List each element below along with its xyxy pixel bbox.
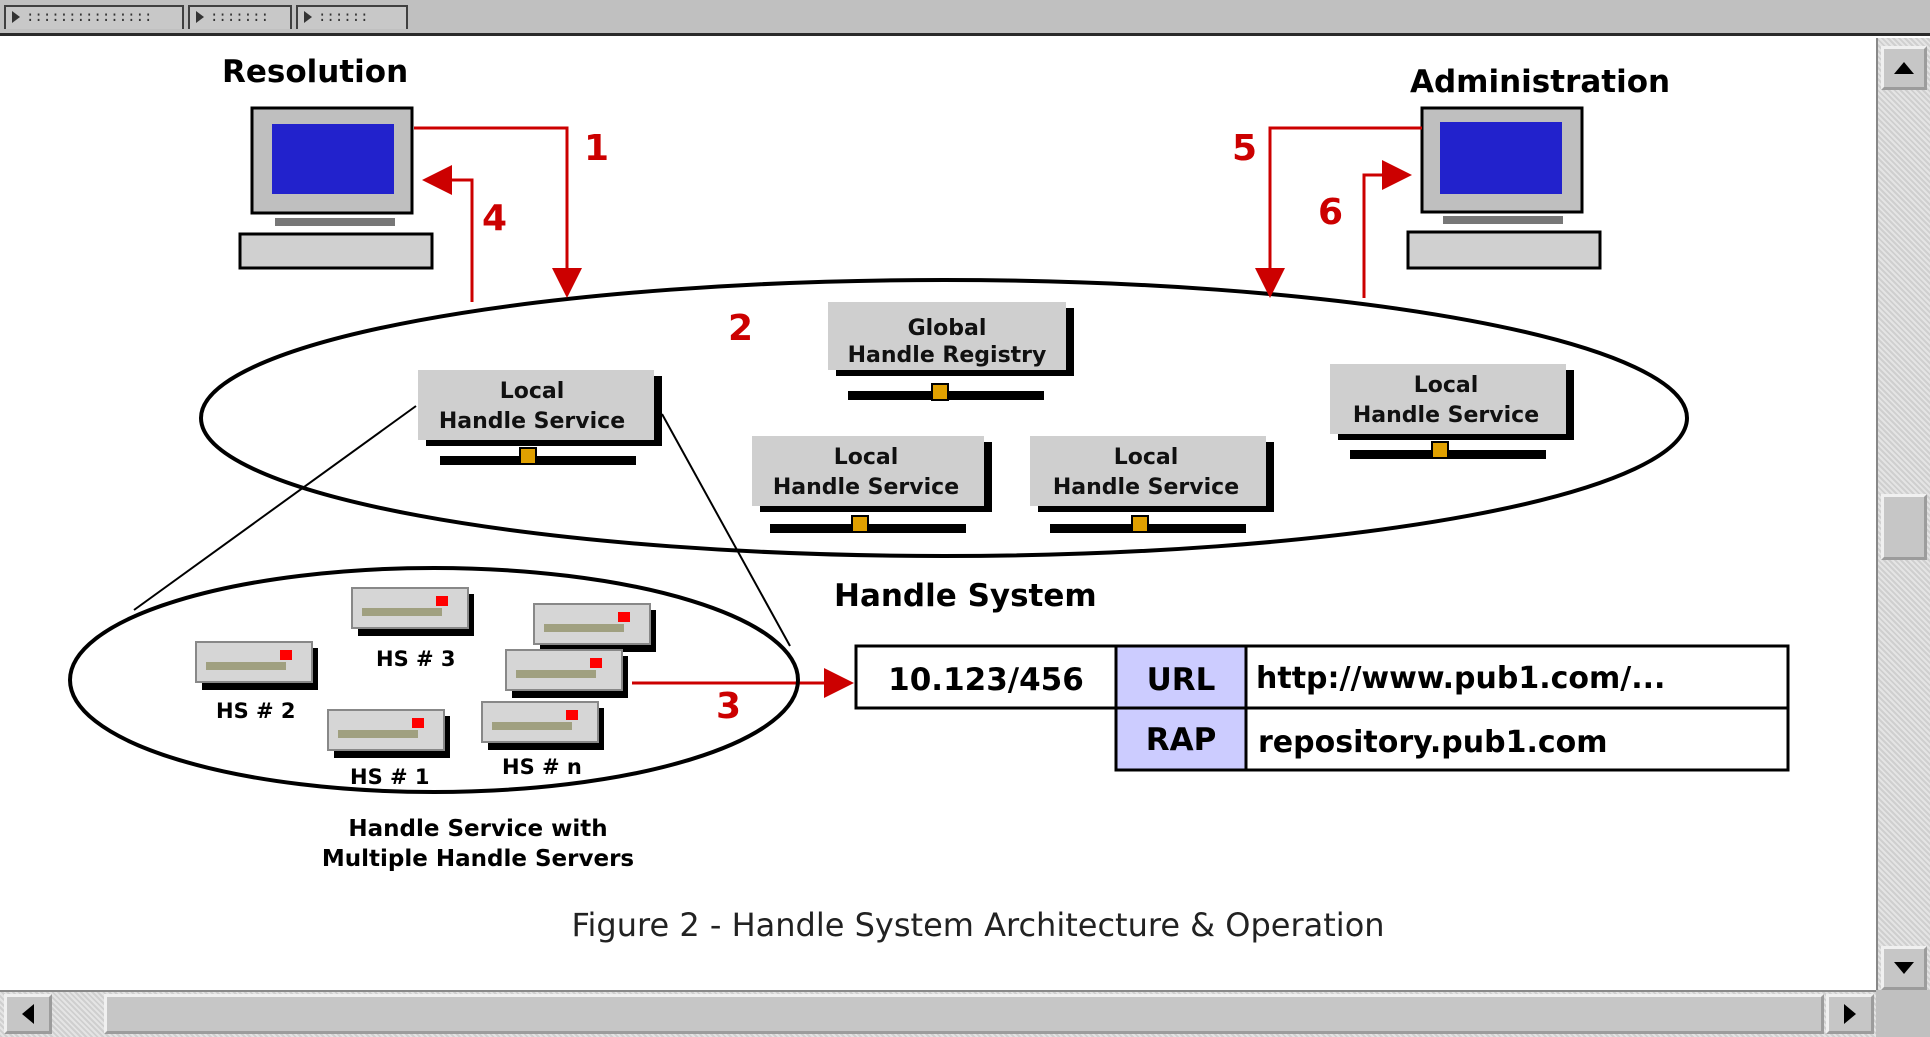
server-label-2: HS # 2	[216, 699, 296, 723]
tab-3[interactable]: ::::::	[296, 5, 408, 29]
step-3-label: 3	[716, 686, 741, 727]
figure-caption: Figure 2 - Handle System Architecture & …	[571, 906, 1384, 944]
administration-label: Administration	[1410, 64, 1670, 100]
local-handle-service-node: Local Handle Service	[1030, 436, 1274, 533]
record-value-rap: repository.pub1.com	[1258, 725, 1608, 760]
svg-text:Handle Service: Handle Service	[1053, 475, 1239, 500]
local-handle-service-node: Local Handle Service	[1330, 364, 1574, 459]
svg-text:Handle Service: Handle Service	[1353, 403, 1539, 428]
step-6-label: 6	[1318, 192, 1343, 233]
scroll-right-button[interactable]	[1826, 994, 1874, 1034]
svg-text:Local: Local	[834, 445, 899, 470]
vertical-scrollbar[interactable]	[1876, 38, 1930, 997]
administration-computer-icon	[1406, 106, 1602, 270]
server-icon	[327, 709, 450, 758]
record-type-rap: RAP	[1146, 722, 1217, 758]
handle-system-label: Handle System	[834, 578, 1097, 614]
handle-record-table: 10.123/456 URL http://www.pub1.com/... R…	[854, 644, 1790, 772]
arrow-down-icon	[1894, 962, 1914, 974]
server-icon	[533, 603, 656, 652]
step-arrows	[414, 126, 1422, 698]
svg-text:Local: Local	[1414, 373, 1479, 398]
arrow-up-icon	[1894, 62, 1914, 74]
server-icon	[351, 587, 474, 636]
window-tab-bar: ::::::::::::::: ::::::: ::::::	[0, 0, 1930, 36]
scroll-up-button[interactable]	[1881, 46, 1927, 90]
global-registry-line-2: Handle Registry	[848, 343, 1047, 368]
server-label-n: HS # n	[502, 755, 582, 779]
scroll-down-button[interactable]	[1881, 946, 1927, 990]
arrow-right-icon	[1844, 1004, 1856, 1024]
arrow-5	[1255, 126, 1422, 298]
local-handle-service-node: Local Handle Service	[418, 370, 662, 465]
scrollbar-corner	[1876, 990, 1930, 1037]
server-label-1: HS # 1	[350, 765, 430, 789]
vertical-scroll-thumb[interactable]	[1881, 494, 1927, 560]
cluster-caption-line-2: Multiple Handle Servers	[322, 846, 634, 872]
server-icon	[505, 649, 628, 698]
arrow-1	[414, 126, 582, 298]
resolution-label: Resolution	[222, 54, 408, 90]
handle-id: 10.123/456	[888, 662, 1084, 698]
step-4-label: 4	[482, 198, 507, 239]
arrow-6	[1362, 160, 1412, 298]
server-icon	[481, 701, 604, 750]
global-registry-line-1: Global	[908, 316, 987, 341]
record-value-url: http://www.pub1.com/...	[1256, 661, 1665, 696]
cluster-caption-line-1: Handle Service with	[348, 816, 607, 842]
server-icon	[195, 641, 318, 690]
svg-text:Local: Local	[1114, 445, 1179, 470]
server-label-3: HS # 3	[376, 647, 456, 671]
arrow-left-icon	[22, 1004, 34, 1024]
play-icon	[196, 11, 204, 23]
step-5-label: 5	[1232, 128, 1257, 169]
resolution-computer-icon	[238, 106, 434, 270]
play-icon	[12, 11, 20, 23]
tab-1[interactable]: :::::::::::::::	[4, 5, 184, 29]
local-handle-service-node: Local Handle Service	[752, 436, 992, 533]
handle-system-diagram: Resolution Administration 1 2 3 4 5 6 Gl…	[68, 54, 1790, 944]
handle-service-cluster-ellipse	[68, 566, 800, 794]
step-1-label: 1	[584, 128, 609, 169]
svg-text:Handle Service: Handle Service	[439, 409, 625, 434]
horizontal-scroll-thumb[interactable]	[104, 994, 1824, 1034]
svg-text:Local: Local	[500, 379, 565, 404]
horizontal-scrollbar[interactable]	[0, 990, 1930, 1037]
step-2-label: 2	[728, 308, 753, 349]
handle-system-ellipse	[199, 278, 1689, 558]
arrow-4	[422, 165, 474, 302]
svg-text:Handle Service: Handle Service	[773, 475, 959, 500]
tab-2[interactable]: :::::::	[188, 5, 292, 29]
play-icon	[304, 11, 312, 23]
scroll-left-button[interactable]	[4, 994, 52, 1034]
global-handle-registry-node: Global Handle Registry	[828, 302, 1074, 401]
record-type-url: URL	[1147, 662, 1216, 698]
zoom-lines	[133, 405, 791, 647]
